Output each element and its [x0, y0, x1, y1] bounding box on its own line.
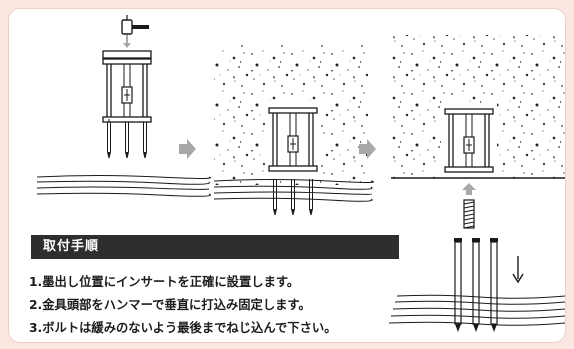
- bolt-icon: [463, 199, 475, 229]
- insert-anchor: [102, 58, 152, 123]
- installation-diagram: [36, 15, 565, 332]
- wood-base-1: [36, 175, 211, 197]
- stage-1: [36, 15, 211, 197]
- stage-2: [213, 45, 374, 216]
- arrow-up-icon: [462, 183, 476, 195]
- pin-detail: [388, 238, 565, 332]
- step-item-1: 1.墨出し位置にインサートを正確に設置します。: [29, 275, 300, 289]
- instruction-panel: 取付手順 1.墨出し位置にインサートを正確に設置します。 2.金具頭部をハンマー…: [8, 8, 566, 343]
- wood-base-detail: [388, 294, 565, 326]
- step-item-2: 2.金具頭部をハンマーで垂直に打込み固定します。: [29, 298, 311, 312]
- hammer-icon: [121, 15, 149, 35]
- arrow-right-icon: [179, 139, 196, 159]
- section-title: 取付手順: [31, 235, 399, 259]
- step-item-3: 3.ボルトは緩みのないよう最後までねじ込んで下さい。: [29, 321, 337, 335]
- stage-3: [391, 35, 565, 229]
- arrow-down-icon: [512, 256, 524, 284]
- arrow-down-small-icon: [123, 43, 131, 48]
- step-list: 1.墨出し位置にインサートを正確に設置します。 2.金具頭部をハンマーで垂直に打…: [29, 271, 399, 340]
